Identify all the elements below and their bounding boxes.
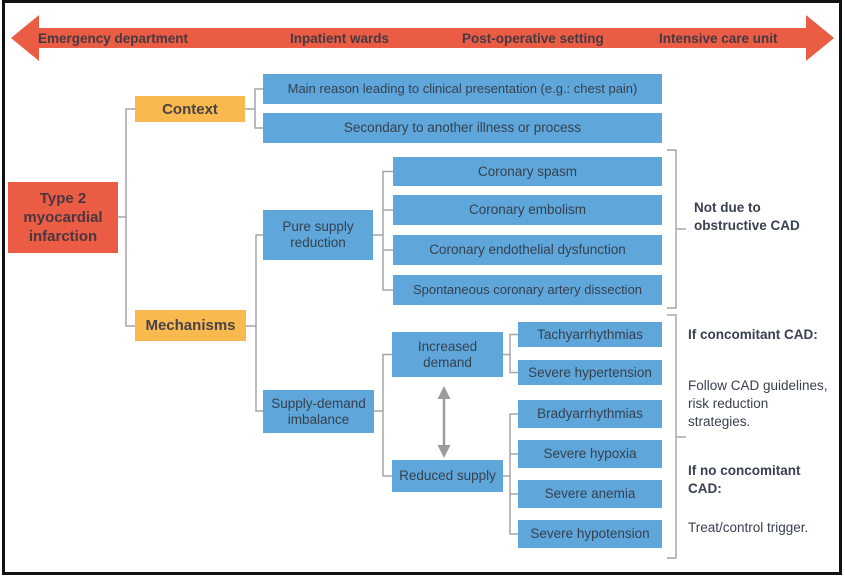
node-tachyarrhythmias: Tachyarrhythmias [518, 322, 662, 347]
node-coronary-spasm: Coronary spasm [393, 157, 662, 186]
node-severe-hypotension: Severe hypotension [518, 520, 662, 548]
annotation-follow-cad-guidelines: Follow CAD guidelines, risk reduction st… [688, 378, 828, 429]
node-severe-hypoxia: Severe hypoxia [518, 440, 662, 468]
node-mechanisms: Mechanisms [135, 310, 246, 341]
timeline-left-arrowhead-icon [11, 15, 39, 61]
timeline-label-emergency-department: Emergency department [38, 31, 189, 46]
supply-demand-double-arrow-icon [437, 386, 451, 458]
node-coronary-embolism: Coronary embolism [393, 195, 662, 225]
node-context: Context [135, 96, 245, 122]
timeline-right-arrowhead-icon [806, 15, 834, 61]
node-supply-demand-imbalance: Supply-demand imbalance [263, 390, 374, 433]
annotation-not-due-obstructive-cad: Not due to obstructive CAD [694, 200, 800, 233]
node-main-reason: Main reason leading to clinical presenta… [263, 74, 662, 104]
timeline-label-intensive-care: Intensive care unit [659, 31, 778, 46]
timeline-label-post-operative: Post-operative setting [462, 31, 604, 46]
node-reduced-supply: Reduced supply [392, 460, 503, 492]
annotation-treat-control-trigger: Treat/control trigger. [688, 520, 809, 535]
node-spontaneous-coronary-artery-dissection: Spontaneous coronary artery dissection [393, 275, 662, 305]
node-severe-hypertension: Severe hypertension [518, 360, 662, 385]
node-pure-supply-reduction: Pure supply reduction [263, 210, 373, 260]
annotation-if-no-concomitant-cad-title: If no concomitant CAD: [688, 463, 801, 496]
node-increased-demand: Increased demand [392, 332, 503, 377]
annotation-if-concomitant-cad-title: If concomitant CAD: [688, 327, 818, 342]
node-secondary-illness: Secondary to another illness or process [263, 113, 662, 143]
node-coronary-endothelial-dysfunction: Coronary endothelial dysfunction [393, 235, 662, 265]
timeline-label-inpatient-wards: Inpatient wards [290, 31, 390, 46]
timeline-arrow [38, 28, 807, 48]
node-bradyarrhythmias: Bradyarrhythmias [518, 400, 662, 428]
node-type2-myocardial-infarction: Type 2 myocardial infarction [8, 182, 118, 253]
node-severe-anemia: Severe anemia [518, 480, 662, 508]
